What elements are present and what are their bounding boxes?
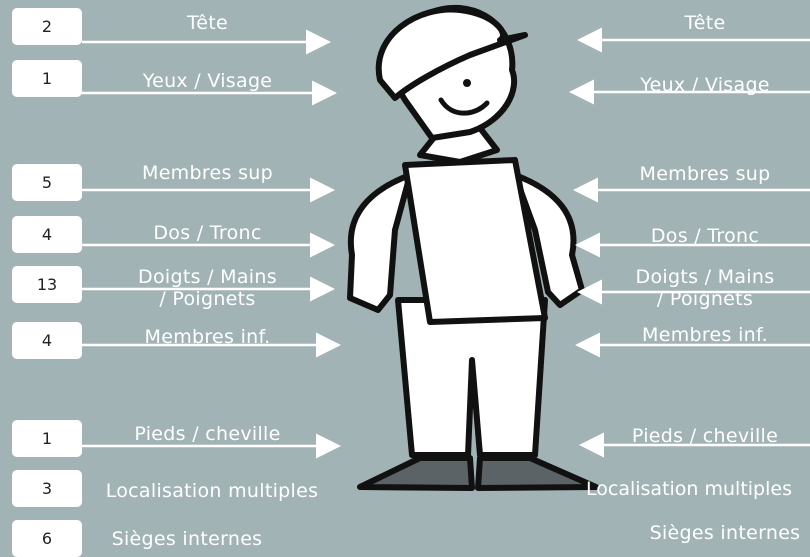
label-right-pieds: Pieds / cheville xyxy=(585,425,810,447)
label-right-membres-inf: Membres inf. xyxy=(585,324,810,346)
label-right-tete: Tête xyxy=(585,12,810,34)
label-left-localisation: Localisation multiples xyxy=(92,480,332,502)
label-left-dos: Dos / Tronc xyxy=(95,222,320,244)
label-left-membres-inf: Membres inf. xyxy=(95,326,320,348)
count-box-membres-sup: 5 xyxy=(12,164,82,201)
label-left-doigts: Doigts / Mains / Poignets xyxy=(95,266,320,310)
label-left-tete: Tête xyxy=(95,12,320,34)
count-box-yeux: 1 xyxy=(12,60,82,97)
label-right-doigts: Doigts / Mains / Poignets xyxy=(585,266,810,310)
count-box-pieds: 1 xyxy=(12,420,82,457)
left-shoe xyxy=(360,458,472,488)
label-left-membres-sup: Membres sup xyxy=(95,162,320,184)
left-arrows xyxy=(82,42,336,446)
count-box-doigts: 13 xyxy=(12,266,82,303)
count-box-dos: 4 xyxy=(12,216,82,253)
label-left-sieges: Sièges internes xyxy=(82,528,292,550)
label-right-dos: Dos / Tronc xyxy=(585,225,810,247)
count-box-sieges: 6 xyxy=(12,520,82,557)
count-box-tete: 2 xyxy=(12,8,82,45)
label-left-pieds: Pieds / cheville xyxy=(95,423,320,445)
count-box-membres-inf: 4 xyxy=(12,322,82,359)
left-arm xyxy=(350,175,410,310)
label-right-membres-sup: Membres sup xyxy=(585,163,810,185)
label-left-yeux: Yeux / Visage xyxy=(95,70,320,92)
count-box-localisation: 3 xyxy=(12,470,82,507)
label-right-localisation: Localisation multiples xyxy=(568,478,810,500)
label-right-sieges: Sièges internes xyxy=(640,522,810,544)
eye xyxy=(463,79,471,87)
label-right-yeux: Yeux / Visage xyxy=(585,74,810,96)
worker-figure xyxy=(350,8,596,488)
